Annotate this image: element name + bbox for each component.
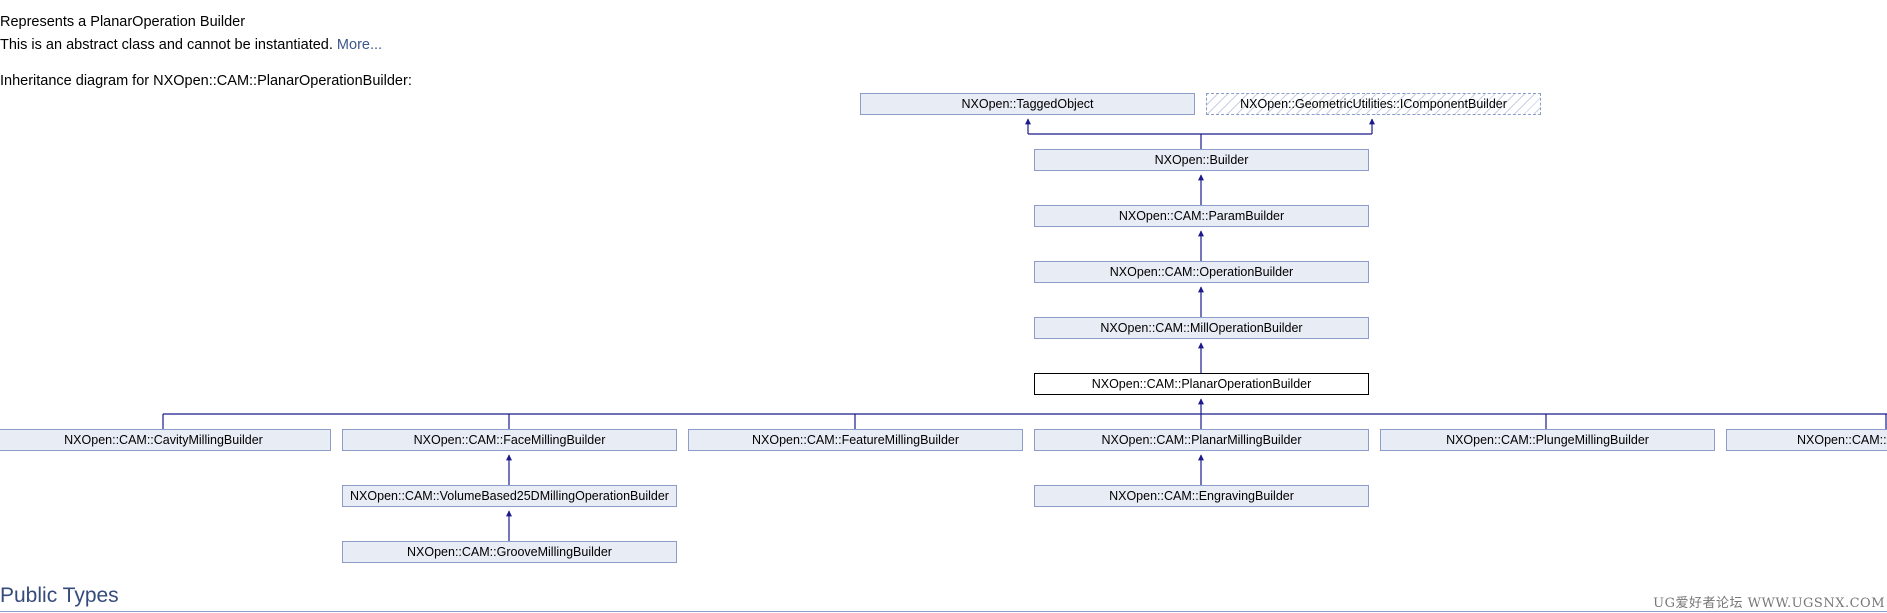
detail-line: This is an abstract class and cannot be … bbox=[0, 37, 382, 53]
watermark: UG爱好者论坛 WWW.UGSNX.COM bbox=[1653, 596, 1885, 611]
class-box-tagged-object[interactable]: NXOpen::TaggedObject bbox=[860, 93, 1195, 115]
diagram-caption: Inheritance diagram for NXOpen::CAM::Pla… bbox=[0, 73, 412, 89]
brief-description: Represents a PlanarOperation Builder bbox=[0, 14, 246, 30]
class-box-truncated[interactable]: NXOpen::CAM:: bbox=[1726, 429, 1887, 451]
class-box-param-builder[interactable]: NXOpen::CAM::ParamBuilder bbox=[1034, 205, 1369, 227]
class-box-cavity-milling-builder[interactable]: NXOpen::CAM::CavityMillingBuilder bbox=[0, 429, 331, 451]
class-box-operation-builder[interactable]: NXOpen::CAM::OperationBuilder bbox=[1034, 261, 1369, 283]
detail-text: This is an abstract class and cannot be … bbox=[0, 37, 337, 53]
class-box-builder[interactable]: NXOpen::Builder bbox=[1034, 149, 1369, 171]
class-box-icomponent-builder[interactable]: NXOpen::GeometricUtilities::IComponentBu… bbox=[1206, 93, 1541, 115]
more-link[interactable]: More... bbox=[336, 37, 383, 53]
class-box-planar-operation-builder: NXOpen::CAM::PlanarOperationBuilder bbox=[1034, 373, 1369, 395]
class-box-feature-milling-builder[interactable]: NXOpen::CAM::FeatureMillingBuilder bbox=[688, 429, 1023, 451]
class-box-plunge-milling-builder[interactable]: NXOpen::CAM::PlungeMillingBuilder bbox=[1380, 429, 1715, 451]
class-box-engraving-builder[interactable]: NXOpen::CAM::EngravingBuilder bbox=[1034, 485, 1369, 507]
section-title-public-types: Public Types bbox=[0, 584, 119, 607]
section-divider bbox=[0, 611, 1887, 612]
class-box-mill-operation-builder[interactable]: NXOpen::CAM::MillOperationBuilder bbox=[1034, 317, 1369, 339]
class-box-planar-milling-builder[interactable]: NXOpen::CAM::PlanarMillingBuilder bbox=[1034, 429, 1369, 451]
class-box-volume-based-builder[interactable]: NXOpen::CAM::VolumeBased25DMillingOperat… bbox=[342, 485, 677, 507]
class-box-groove-milling-builder[interactable]: NXOpen::CAM::GrooveMillingBuilder bbox=[342, 541, 677, 563]
class-box-face-milling-builder[interactable]: NXOpen::CAM::FaceMillingBuilder bbox=[342, 429, 677, 451]
